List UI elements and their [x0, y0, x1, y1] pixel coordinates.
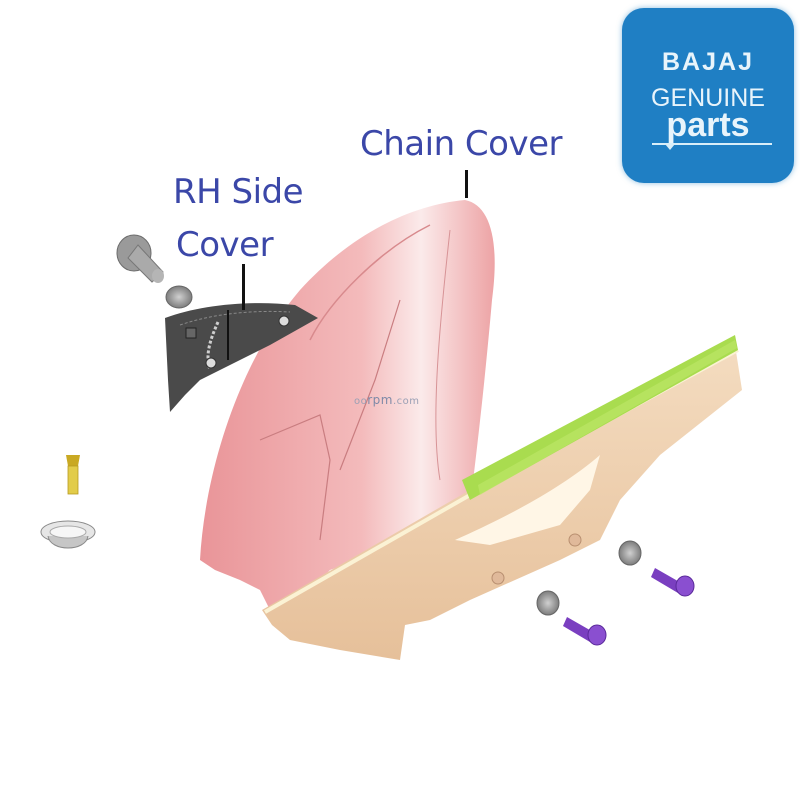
chain-cover-label: Chain Cover: [360, 124, 563, 164]
logo-genuine: GENUINE: [651, 84, 765, 112]
chain-cover-part: [200, 200, 495, 610]
watermark-prefix: oo: [354, 396, 368, 407]
washers-and-bolts: [536, 540, 695, 646]
rpm-watermark: oorpm.com: [354, 393, 420, 407]
rh-side-cover-label-line1: RH Side: [173, 172, 304, 212]
logo-check-icon: [665, 144, 675, 150]
logo-underline: [652, 143, 772, 145]
logo-brand: BAJAJ: [662, 48, 754, 76]
rh-side-cover-label-line2: Cover: [176, 225, 274, 265]
watermark-main: rpm: [367, 393, 393, 407]
grey-bolt-part: [116, 234, 193, 309]
rh-side-cover-part: [165, 303, 318, 412]
bajaj-genuine-parts-logo: BAJAJ GENUINE parts: [622, 8, 794, 183]
chain-cover-leader-line: [465, 170, 468, 198]
rh-side-cover-leader-line: [242, 264, 245, 310]
gold-bolt-part: [66, 455, 80, 495]
chain-guard-part: [262, 335, 742, 660]
watermark-suffix: .com: [393, 396, 420, 407]
logo-parts: parts: [666, 106, 750, 144]
chrome-cup-washer-part: [40, 520, 96, 549]
